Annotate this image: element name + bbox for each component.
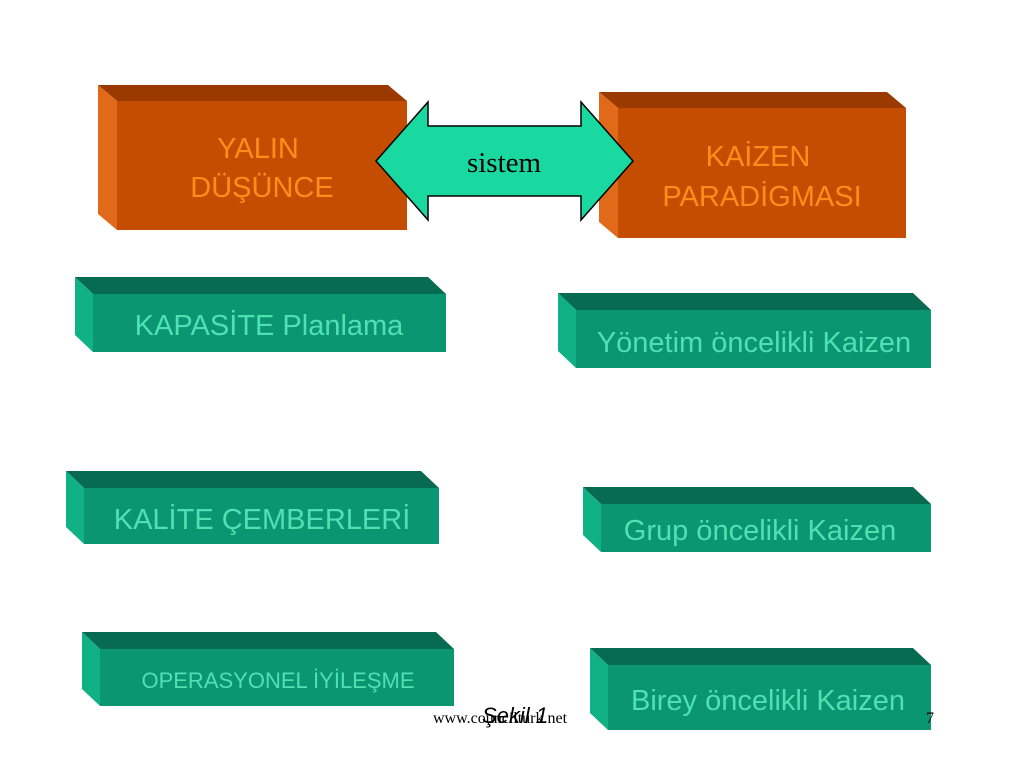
box-kaizen-paradigmasi: KAİZEN PARADİGMASI [599, 92, 906, 238]
box-yalin-dusunce: YALIN DÜŞÜNCE [98, 85, 407, 230]
box-operasyonel-label: OPERASYONEL İYİLEŞME [141, 668, 414, 693]
box-yalin-side-face [98, 85, 117, 230]
box-kalite-front-face [84, 488, 439, 544]
box-birey-label: Birey öncelikli Kaizen [631, 685, 905, 717]
box-kaizen-label-line1: KAİZEN [706, 140, 811, 173]
box-grup-side-face [583, 487, 601, 552]
box-grup-oncelikli-kaizen: Grup öncelikli Kaizen [583, 487, 931, 552]
box-operasyonel-front-face [100, 649, 454, 706]
box-birey-side-face [590, 648, 608, 730]
box-yonetim-top-face [558, 293, 931, 310]
box-kapasite-side-face [75, 277, 93, 352]
double-arrow-label: sistem [467, 147, 542, 179]
double-arrow-sistem: sistem [375, 100, 634, 222]
box-operasyonel-side-face [82, 632, 100, 706]
figure-caption: Şekil 1 [482, 703, 548, 728]
box-kapasite-front-face [93, 294, 446, 352]
box-kaizen-label-line2: PARADİGMASI [662, 180, 861, 213]
box-birey-top-face [590, 648, 931, 665]
box-kalite-cemberleri: KALİTE ÇEMBERLERİ [66, 471, 439, 544]
box-kapasite-top-face [75, 277, 446, 294]
box-yalin-front-face [117, 101, 407, 230]
box-birey-oncelikli-kaizen: Birey öncelikli Kaizen [590, 648, 931, 730]
box-operasyonel-iyilesme: OPERASYONEL İYİLEŞME [82, 632, 454, 706]
box-yalin-label-line2: DÜŞÜNCE [190, 172, 333, 204]
box-kapasite-planlama: KAPASİTE Planlama [75, 277, 446, 352]
box-yonetim-oncelikli-kaizen: Yönetim öncelikli Kaizen [558, 293, 931, 368]
box-grup-label: Grup öncelikli Kaizen [624, 515, 896, 547]
box-operasyonel-top-face [82, 632, 454, 649]
box-kaizen-top-face [599, 92, 906, 108]
box-yalin-top-face [98, 85, 407, 101]
box-kalite-top-face [66, 471, 439, 488]
box-yalin-label-line1: YALIN [217, 133, 299, 165]
double-arrow-shape [375, 100, 634, 222]
footer-website: www.councilturk.net [433, 710, 568, 727]
box-yonetim-side-face [558, 293, 576, 368]
page-number: 7 [926, 710, 934, 727]
box-yonetim-label: Yönetim öncelikli Kaizen [597, 327, 911, 359]
box-kalite-side-face [66, 471, 84, 544]
box-birey-front-face [608, 665, 931, 730]
box-kaizen-front-face [618, 108, 906, 238]
box-yonetim-front-face [576, 310, 931, 368]
box-kapasite-label: KAPASİTE Planlama [135, 309, 405, 342]
box-kalite-label: KALİTE ÇEMBERLERİ [114, 503, 411, 536]
box-grup-top-face [583, 487, 931, 504]
box-grup-front-face [601, 504, 931, 552]
